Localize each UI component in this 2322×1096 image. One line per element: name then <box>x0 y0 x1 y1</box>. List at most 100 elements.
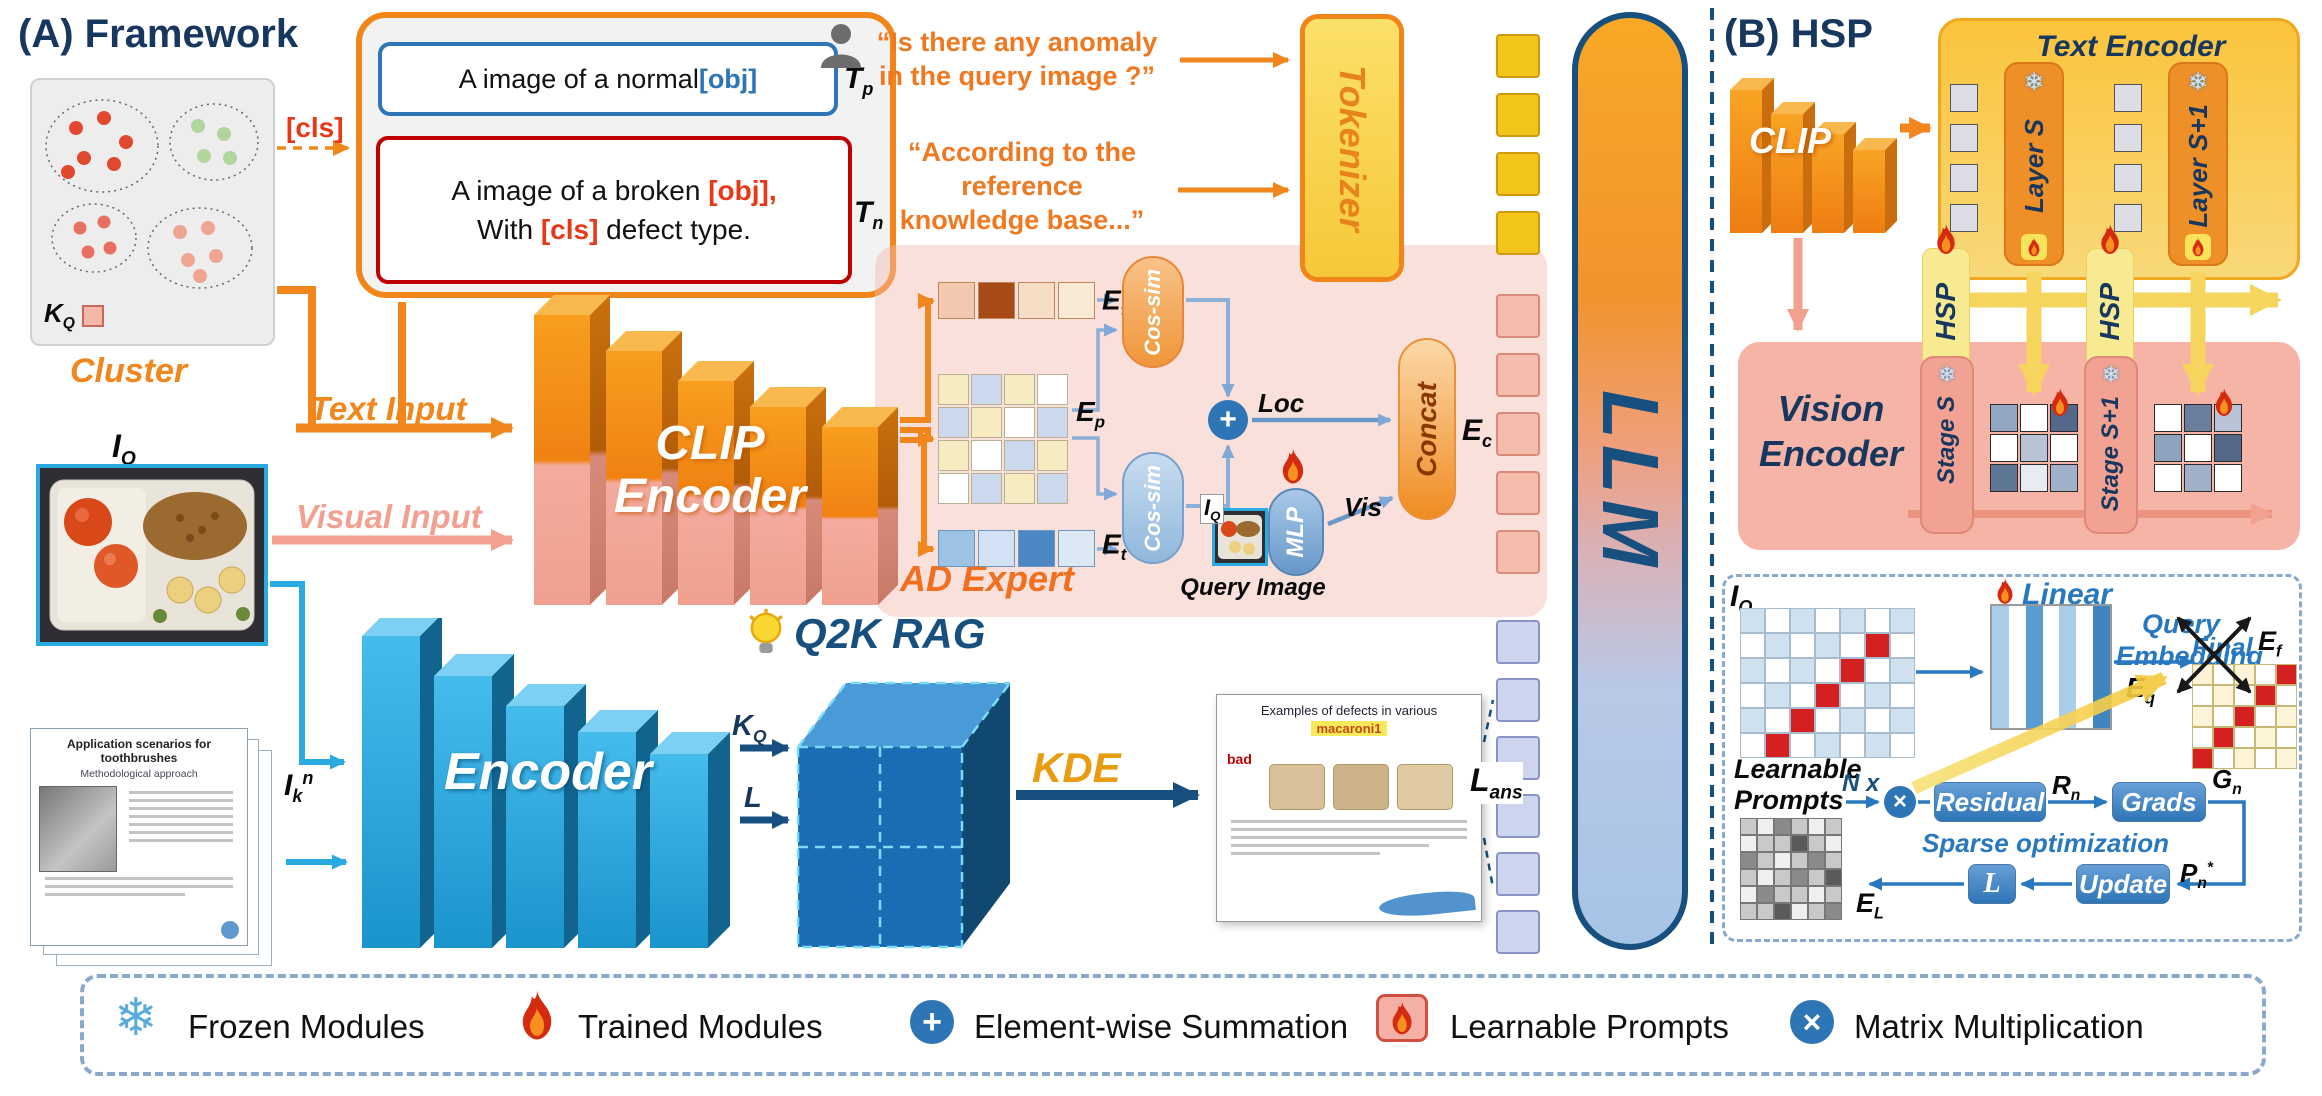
obj-token-red: [obj], <box>708 174 777 206</box>
rag-encoder-label: Encoder <box>443 743 653 801</box>
stage-s-label: Stage S <box>1933 396 1960 485</box>
linear-module <box>1990 604 2112 730</box>
mlp-module: MLP <box>1268 488 1324 576</box>
normal-prompt-text: A image of a normal <box>458 63 699 94</box>
legend-matmul-label: Matrix Multiplication <box>1854 1008 2144 1045</box>
cluster-panel: KQ <box>30 78 275 346</box>
snowflake-icon: ❄ <box>2023 69 2045 96</box>
retrieved-doc-highlight: macaroni1 <box>1311 721 1387 736</box>
layer-s1-label: Layer S+1 <box>2182 103 2213 228</box>
query-thumb-iq-label: IQ <box>1200 494 1225 525</box>
text-embedding-normal-row <box>938 530 1095 567</box>
stage-s-pill: ❄ Stage S <box>1920 356 1974 534</box>
broken-prompt-text-1: A image of a broken <box>451 174 709 206</box>
retrieved-doc-image <box>1333 764 1389 810</box>
stage-s1-label: Stage S+1 <box>2097 396 2124 512</box>
token-column-pink <box>1496 294 1540 574</box>
text-tokens-stage-s <box>1950 84 1978 232</box>
broken-prompt-box: A image of a broken [obj], With [cls] de… <box>376 136 852 284</box>
linear-flame <box>1994 578 2016 604</box>
text-encoder-title: Text Encoder <box>2036 30 2226 63</box>
llm-label: LLM <box>1586 389 1675 573</box>
final-label: Final <box>2192 632 2253 662</box>
cls-tag: [cls] <box>286 112 344 143</box>
ec-label: Ec <box>1462 414 1493 451</box>
plus-circle-icon: + <box>910 1000 954 1044</box>
rag-encoder-blocks <box>362 618 730 948</box>
legend-frozen-label: Frozen Modules <box>188 1008 425 1045</box>
legend-summation-label: Element-wise Summation <box>974 1008 1349 1045</box>
rn-label: Rn <box>2052 770 2081 805</box>
hsp-flame-1 <box>1933 224 1959 254</box>
el-label: EL <box>1856 888 1884 923</box>
loss-label: L <box>1983 868 2001 899</box>
query-image-caption: Query Image <box>1180 574 1326 601</box>
obj-token-blue: [obj] <box>698 63 758 94</box>
ikn-label: Ikn <box>284 768 314 806</box>
final-embedding-grid <box>2192 664 2297 769</box>
flame-icon <box>516 990 558 1040</box>
retrieved-doc-image <box>1269 764 1325 810</box>
lightbulb-icon <box>744 608 788 658</box>
cls-token-red: [cls] <box>540 214 599 245</box>
panel-a-title: (A) Framework <box>18 12 299 56</box>
snowflake-icon: ❄ <box>114 989 158 1047</box>
cos-sim-visual-label: Cos-sim <box>1140 464 1165 552</box>
tokenizer-label: Tokenizer <box>1332 64 1373 232</box>
learnable-prompt-grid <box>1740 818 1842 920</box>
loss-module: L <box>1968 864 2016 904</box>
doc-logo <box>221 921 239 939</box>
vis-label: Vis <box>1344 492 1383 522</box>
legend-learnable-label: Learnable Prompts <box>1450 1008 1729 1045</box>
vision-feature-grid-s <box>1990 404 2078 492</box>
doc-title: Application scenarios for toothbrushes <box>66 737 212 765</box>
nx-label: N x <box>1842 770 1880 797</box>
grid-flame-1 <box>2048 388 2072 416</box>
stage-s1-pill: ❄ Stage S+1 <box>2084 356 2138 534</box>
panel-b-title: (B) HSP <box>1724 12 1873 56</box>
patch-embedding-grid <box>938 374 1068 504</box>
grid-flame-2 <box>2212 388 2236 416</box>
pn-label: Pn* <box>2180 858 2213 893</box>
cluster-kq-label: KQ <box>44 298 75 333</box>
concat-label: Concat <box>1411 381 1442 477</box>
layer-s1-pill: ❄ Layer S+1 <box>2168 62 2228 266</box>
cluster-scatter <box>45 99 259 289</box>
snowflake-icon: ❄ <box>2101 362 2121 387</box>
concat-module: Concat <box>1398 338 1456 520</box>
loc-label: Loc <box>1258 388 1305 418</box>
prompt-box: A image of a normal [obj] Tp A image of … <box>356 12 896 298</box>
tp-label: Tp <box>844 62 874 99</box>
lans-label: Lans <box>1470 762 1523 805</box>
q2k-rag-cube <box>796 681 1011 949</box>
query-feature-grid <box>1740 608 1915 758</box>
retrieved-doc-image <box>1397 764 1453 810</box>
visual-input-label: Visual Input <box>296 498 482 535</box>
kq-arrow-label: KQ <box>732 710 767 746</box>
matmul-circle-icon: × <box>1790 1000 1834 1044</box>
learnable-chip <box>2185 234 2211 260</box>
cos-sim-visual-pill: Cos-sim <box>1122 452 1184 564</box>
learnable-chip <box>2021 233 2047 260</box>
legend-trained-label: Trained Modules <box>578 1008 823 1045</box>
summation-node: + <box>1208 400 1248 440</box>
retrieved-doc-bad-tag: bad <box>1227 751 1252 767</box>
doc-image <box>39 786 117 872</box>
cluster-kq-swatch <box>81 304 104 327</box>
residual-module: Residual <box>1934 782 2046 822</box>
retrieved-doc-swoosh <box>1378 888 1476 920</box>
query-image <box>36 464 268 646</box>
doc-subtitle: Methodological approach <box>80 768 198 780</box>
text-input-label: Text Input <box>310 390 467 427</box>
token-column-blue <box>1496 620 1540 954</box>
cos-sim-text-pill: Cos-sim <box>1122 256 1184 368</box>
hsp-label-2: HSP <box>2094 283 2125 341</box>
clip-label-b: CLIP <box>1748 120 1831 161</box>
retrieved-doc: Examples of defects in various macaroni1… <box>1216 694 1482 922</box>
llm-module: LLM <box>1572 12 1688 950</box>
learnable-prompt-icon <box>1376 994 1428 1042</box>
hsp-flame-2 <box>2097 224 2123 254</box>
layer-s-label: Layer S <box>2018 118 2049 213</box>
